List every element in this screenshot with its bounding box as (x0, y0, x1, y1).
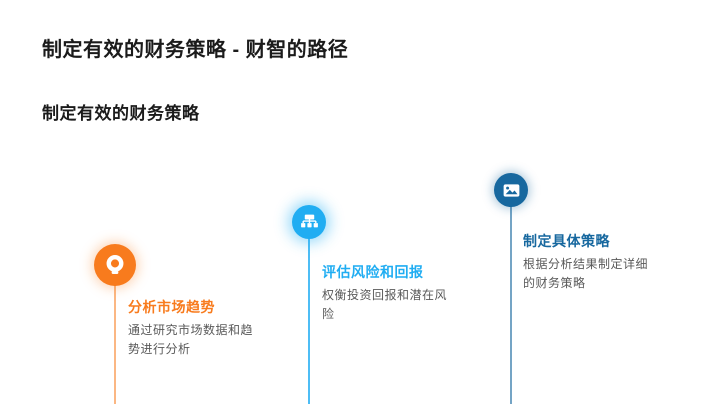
step-heading: 制定具体策略 (523, 233, 610, 249)
step-heading: 分析市场趋势 (128, 299, 215, 315)
timeline-connector-line (114, 283, 116, 404)
target-icon (102, 252, 128, 278)
step-description: 通过研究市场数据和趋势进行分析 (128, 323, 254, 356)
step-marker (292, 205, 326, 239)
timeline-connector-line (308, 236, 310, 404)
step-description: 根据分析结果制定详细的财务策略 (523, 257, 649, 290)
slide-subtitle: 制定有效的财务策略 (42, 104, 200, 123)
slide-title: 制定有效的财务策略 - 财智的路径 (42, 39, 349, 61)
image-icon (501, 180, 522, 201)
step-marker (494, 173, 528, 207)
step-heading: 评估风险和回报 (322, 264, 424, 280)
sitemap-icon (299, 212, 320, 233)
step-marker (94, 244, 136, 286)
timeline-connector-line (510, 204, 512, 404)
step-description: 权衡投资回报和潜在风险 (322, 288, 448, 321)
